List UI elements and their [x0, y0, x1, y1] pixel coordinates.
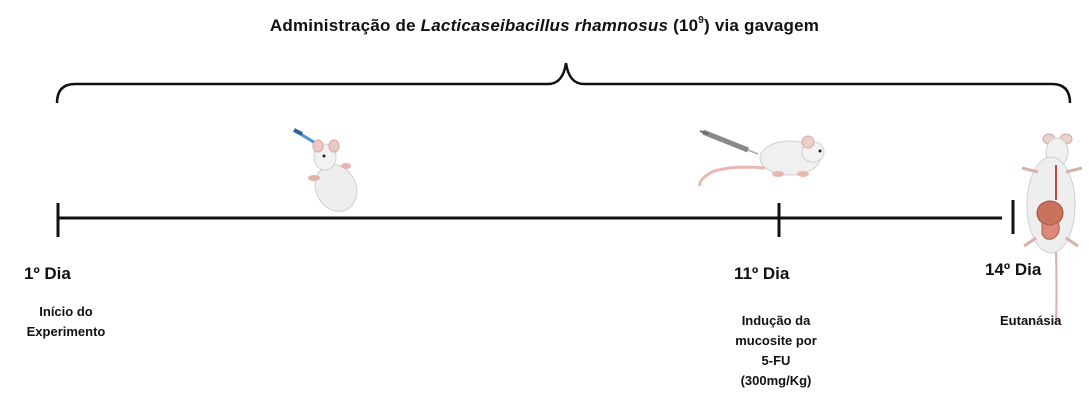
- day11-label: 11º Dia: [734, 264, 789, 284]
- day1-description: Início do Experimento: [8, 302, 124, 342]
- mouse-gavage-icon: [294, 130, 364, 218]
- day1-label: 1º Dia: [24, 264, 71, 284]
- day11-description: Indução da mucosite por 5-FU (300mg/Kg): [720, 311, 832, 391]
- curly-brace: [57, 63, 1070, 103]
- day14-description: Eutanásia: [1000, 311, 1084, 331]
- mouse-dissection-icon: [1022, 134, 1082, 325]
- day14-label: 14º Dia: [985, 260, 1041, 280]
- mouse-injection-icon: [700, 131, 824, 186]
